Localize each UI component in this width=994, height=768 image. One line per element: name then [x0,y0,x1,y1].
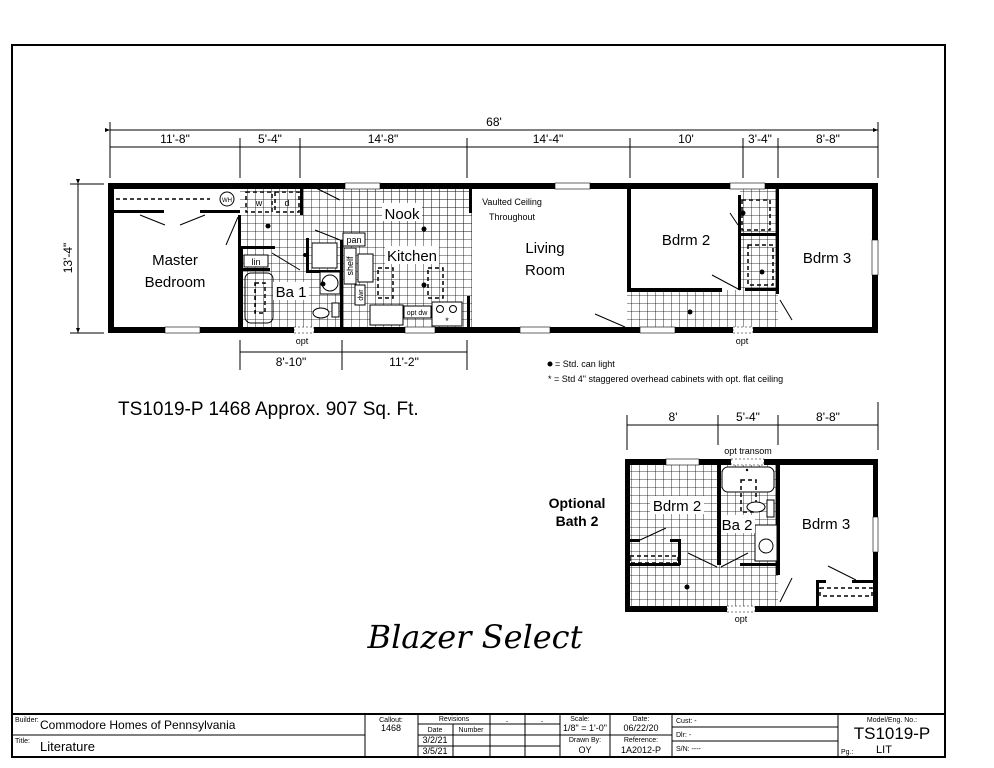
date-value: 06/22/20 [623,723,658,733]
pantry-label: pan [346,235,361,245]
water-heater-label: WH [222,198,232,204]
builder-value: Commodore Homes of Pennsylvania [40,718,236,732]
scale-label: Scale: [570,716,590,723]
dim-1: 11'-8" [160,132,190,146]
legend-can-light: = Std. can light [555,359,615,369]
bedroom-2-label: Bdrm 2 [662,232,710,249]
vaulted-label-2: Throughout [489,212,536,222]
opt-dishwasher-label: opt dw [407,310,429,317]
top-dimensions: 11'-8" 5'-4" 14'-8" 14'-4" 10' 3'-4" 8'-… [109,122,879,178]
room-labels: Master Bedroom Nook Kitchen Vaulted Ceil… [145,197,852,301]
model-number: TS1019-P [854,724,931,743]
revisions-label: Revisions [439,716,470,723]
range-star: * [445,316,449,326]
washer-label: w [255,198,263,208]
master-bedroom-label-1: Master [152,252,198,269]
shelf-label: shelf [345,256,355,276]
optional-bath-plan: Optional Bath 2 8' 5'-4" 8'-8" opt trans… [549,402,879,624]
opt-bedroom-3-label: Bdrm 3 [802,516,850,533]
opt-dim-1: 8' [669,410,678,424]
fixtures: WH w d pan lin shelf dwr opt dw * [116,191,774,346]
width-dimension: 13'-4" [61,179,104,334]
opt-bath-2-label: Ba 2 [722,517,753,534]
main-floor-plan: 68' 11'-8" 5'-4" 14'-8" 14'-4" 10' 3'-4"… [61,115,879,370]
opt-door-label-1: opt [296,336,309,346]
opt-door-label-2: opt [736,336,749,346]
callout-label: Callout: [379,717,403,724]
page-value: LIT [876,744,892,756]
dim-2: 5'-4" [258,132,282,146]
revision-date-1: 3/2/21 [422,735,447,745]
model-label: Model/Eng. No.: [867,717,917,724]
can-lights [265,210,765,315]
builder-label: Builder: [15,717,39,724]
rev-dot: . [541,714,544,724]
dim-4: 14'-4" [533,132,564,146]
living-room-label-2: Room [525,262,565,279]
revisions-date-header: Date [428,727,443,734]
scale-value: 1/8" = 1'-0" [563,723,607,733]
bottom-dim-2: 11'-2" [389,355,419,369]
doors [139,185,793,328]
date-label: Date: [633,716,650,723]
dim-3: 14'-8" [368,132,399,146]
revision-date-2: 3/5/21 [422,746,447,756]
overall-dimension: 68' [105,115,878,132]
opt-dim-3: 8'-8" [816,410,840,424]
serial-number-field: S/N: ---- [676,746,702,753]
optional-title-1: Optional [549,495,606,511]
dim-6: 3'-4" [748,132,772,146]
callout-value: 1468 [381,723,401,733]
drawer-label: dwr [358,289,365,301]
drawn-by-label: Drawn By: [569,737,601,744]
title-block: Builder: Commodore Homes of Pennsylvania… [11,713,946,758]
dim-7: 8'-8" [816,132,840,146]
living-room-label-1: Living [525,240,564,257]
page-label: Pg.: [841,749,854,756]
opt-door-label: opt [735,614,748,624]
nook-label: Nook [384,206,420,223]
customer-field: Cust: - [676,718,697,725]
master-bedroom-label-2: Bedroom [145,274,206,291]
reference-label: Reference: [624,737,658,744]
legend: = Std. can light * = Std 4" staggered ov… [547,359,783,384]
optional-title-2: Bath 2 [556,513,599,529]
opt-bedroom-2-label: Bdrm 2 [653,498,701,515]
revisions-number-header: Number [459,727,485,734]
title-value: Literature [40,739,95,754]
legend-cabinets: * = Std 4" staggered overhead cabinets w… [548,374,783,384]
vaulted-label-1: Vaulted Ceiling [482,197,542,207]
linen-label: lin [251,257,260,267]
dryer-label: d [284,198,289,208]
bath-1-label: Ba 1 [276,284,307,301]
bedroom-3-label: Bdrm 3 [803,250,851,267]
overall-dim-label: 68' [486,115,502,129]
opt-transom-label: opt transom [724,446,772,456]
drawn-by-value: OY [578,745,591,755]
rev-dot: . [506,714,509,724]
windows [164,182,879,334]
reference-value: 1A2012-P [621,745,661,755]
dim-5: 10' [678,132,694,146]
bottom-dimensions: 8'-10" 11'-2" [239,340,468,370]
kitchen-label: Kitchen [387,248,437,265]
series-name-logo: Blazer Select [367,618,583,656]
model-description: TS1019-P 1468 Approx. 907 Sq. Ft. [118,399,419,420]
bottom-dim-1: 8'-10" [276,355,307,369]
width-dim-label: 13'-4" [61,243,75,274]
opt-dim-2: 5'-4" [736,410,760,424]
dealer-field: Dlr: - [676,732,692,739]
title-label: Title: [15,738,30,745]
